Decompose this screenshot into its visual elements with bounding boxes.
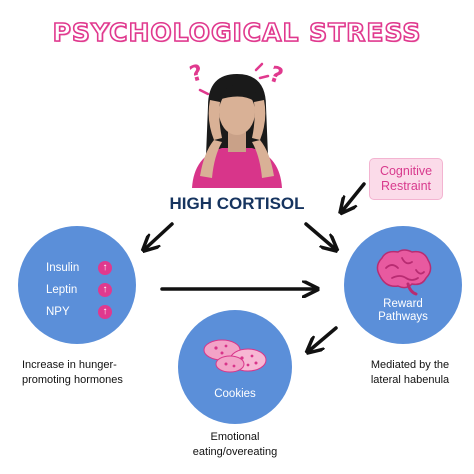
reward-pathways-circle: Reward Pathways bbox=[344, 226, 462, 344]
hormones-caption: Increase in hunger- promoting hormones bbox=[22, 358, 123, 388]
up-arrow-icon: ↑ bbox=[98, 261, 112, 275]
up-arrow-icon: ↑ bbox=[98, 305, 112, 319]
cognitive-restraint-box: Cognitive Restraint bbox=[369, 158, 443, 200]
svg-text:?: ? bbox=[187, 60, 206, 87]
hormone-label: Insulin bbox=[46, 262, 80, 274]
arrow-reward-to-cookies bbox=[310, 326, 338, 350]
arrow-to-reward bbox=[304, 222, 334, 248]
stressed-person-illustration: ? ? bbox=[187, 60, 286, 188]
restraint-line-2: Restraint bbox=[380, 179, 432, 193]
reward-label-line-1: Reward bbox=[383, 298, 423, 310]
hormone-row-leptin: Leptin ↑ bbox=[46, 280, 126, 300]
restraint-line-1: Cognitive bbox=[379, 164, 433, 178]
reward-caption: Mediated by the lateral habenula bbox=[360, 358, 460, 388]
reward-caption-line-1: Mediated by the bbox=[370, 359, 450, 371]
reward-label: Reward Pathways bbox=[344, 298, 462, 324]
hormone-label: Leptin bbox=[46, 284, 78, 296]
reward-caption-line-2: lateral habenula bbox=[370, 374, 450, 386]
stress-lines-icon bbox=[198, 62, 270, 96]
reward-label-line-2: Pathways bbox=[378, 311, 428, 323]
high-cortisol-label: HIGH CORTISOL bbox=[169, 194, 305, 213]
hormone-label: NPY bbox=[46, 306, 70, 318]
hormones-circle: Insulin ↑ Leptin ↑ NPY ↑ bbox=[18, 226, 136, 344]
page-title: PSYCHOLOGICAL STRESS bbox=[52, 17, 422, 48]
cookies-caption: Emotional eating/overeating bbox=[178, 430, 292, 460]
arrow-from-restraint bbox=[343, 182, 366, 210]
arrow-to-hormones bbox=[146, 222, 174, 248]
hormone-row-insulin: Insulin ↑ bbox=[46, 258, 126, 278]
cookies-caption-line-2: eating/overeating bbox=[192, 446, 278, 458]
cookies-caption-line-1: Emotional bbox=[210, 431, 260, 443]
cookies-circle: Cookies bbox=[178, 310, 292, 424]
question-mark-icon: ? bbox=[187, 60, 206, 87]
cookies-label: Cookies bbox=[214, 388, 256, 400]
hormones-caption-line-2: promoting hormones bbox=[22, 374, 123, 386]
hormone-row-npy: NPY ↑ bbox=[46, 302, 126, 322]
up-arrow-icon: ↑ bbox=[98, 283, 112, 297]
hormones-caption-line-1: Increase in hunger- bbox=[22, 359, 117, 371]
brain-icon bbox=[376, 249, 432, 296]
cookies-icon bbox=[203, 339, 267, 373]
